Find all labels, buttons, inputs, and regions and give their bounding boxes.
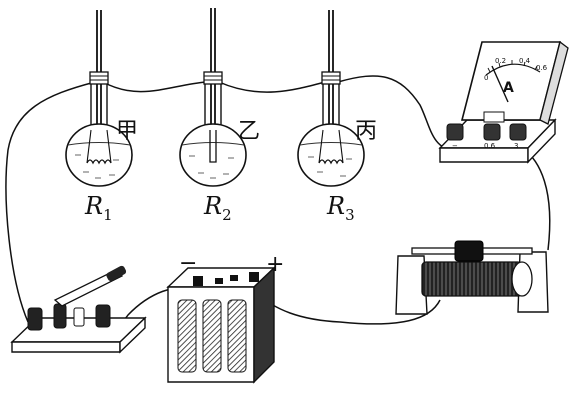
- battery-negative-label: −: [179, 251, 198, 276]
- resistor-2-label: R2: [204, 192, 232, 224]
- flask-bulb: [179, 123, 247, 187]
- flask-bulb: [65, 123, 133, 187]
- liquid-surface: [67, 142, 131, 146]
- ammeter-unit-label: A: [503, 80, 514, 96]
- battery-neg-terminal: [193, 276, 203, 286]
- resistance-coil: [318, 159, 344, 165]
- ammeter-scale-3: 0.6: [536, 64, 548, 72]
- ammeter: [438, 40, 569, 164]
- battery-pos-terminal: [249, 272, 259, 282]
- rheostat: [395, 240, 549, 315]
- resistance-wire: [209, 130, 217, 163]
- rheostat-coil: [421, 261, 523, 297]
- ammeter-terminal-neg-label: −: [452, 142, 458, 150]
- flask-2-label: 乙: [238, 119, 261, 144]
- terminal-3: [509, 123, 527, 141]
- ammeter-scale-2: 0.4: [519, 57, 531, 65]
- resistor-1-label: R1: [85, 192, 113, 224]
- rheostat-left-stand: [395, 255, 428, 315]
- switch-post-right: [95, 304, 111, 328]
- switch-lever: [53, 269, 124, 307]
- wire-ammeter-to-rheostat: [521, 147, 551, 251]
- flask-3-label: 丙: [355, 119, 378, 144]
- wire-flask3-to-ammeter: [337, 75, 456, 151]
- flask-bulb: [297, 123, 365, 187]
- terminal-neg: [446, 123, 464, 141]
- wire-switch-to-flask1: [5, 81, 96, 323]
- switch: [10, 265, 147, 354]
- wire-flask2-to-flask3: [218, 81, 326, 93]
- resistance-coil: [86, 159, 112, 165]
- ammeter-terminal-3-label: 3: [514, 142, 519, 150]
- ammeter-scale-0: 0: [484, 74, 489, 82]
- flask-stopper: [89, 71, 109, 85]
- liquid-surface: [181, 142, 245, 146]
- liquid-surface: [299, 142, 363, 146]
- terminal-06: [483, 123, 501, 141]
- flask-1-label: 甲: [116, 119, 139, 144]
- flask-1: [65, 10, 133, 187]
- flask-2: [179, 8, 247, 187]
- flask-stopper: [203, 71, 223, 85]
- resistor-3-label: R3: [327, 192, 355, 224]
- switch-post-mid: [53, 303, 67, 329]
- flask-stopper: [321, 71, 341, 85]
- rheostat-slider: [454, 240, 484, 262]
- flask-3: [297, 10, 365, 187]
- battery: [166, 266, 276, 384]
- battery-positive-label: +: [266, 252, 285, 277]
- switch-post-left: [27, 307, 43, 331]
- ammeter-needle: [491, 65, 509, 103]
- wire-flask1-to-flask2: [102, 81, 207, 93]
- ammeter-scale-1: 0.2: [495, 57, 507, 65]
- ammeter-terminal-06-label: 0.6: [484, 142, 496, 150]
